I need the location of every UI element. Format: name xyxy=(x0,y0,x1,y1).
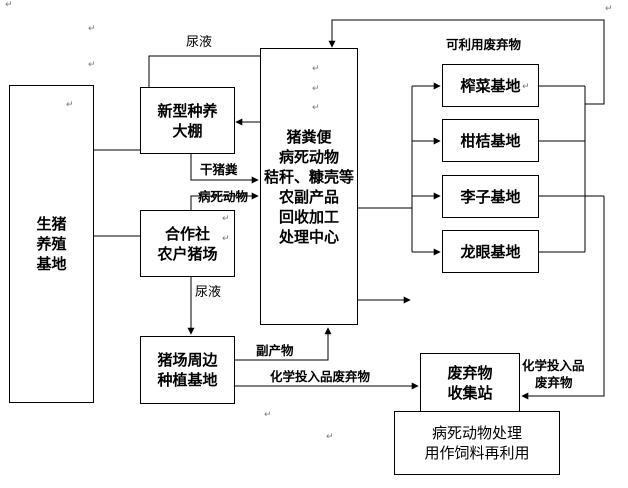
label-byproduct: 副产物 xyxy=(256,343,294,358)
paragraph-mark: ↵ xyxy=(88,24,96,34)
greenhouse-line1: 新型种养 xyxy=(157,101,218,120)
pig-base-line2: 养殖 xyxy=(36,235,67,253)
label-chem-waste-1: 化学投入品废弃物 xyxy=(270,369,371,384)
center-line5: 回收加工 xyxy=(278,207,339,226)
paragraph-mark: ↵ xyxy=(326,432,334,442)
processing-center-box: 猪粪便 病死动物 秸秆、糠壳等 农副产品 回收加工 处理中心 xyxy=(260,48,358,325)
waste-station-box: 废弃物 收集站 xyxy=(420,353,520,413)
paragraph-mark: ↵ xyxy=(605,4,613,14)
paragraph-mark: ↵ xyxy=(264,410,272,420)
paragraph-mark: ↵ xyxy=(522,82,530,92)
coop-line2: 农户猪场 xyxy=(157,244,218,263)
label-urine-top: 尿液 xyxy=(186,35,213,50)
center-line1: 猪粪便 xyxy=(286,127,332,146)
feed-reuse-line1: 病死动物处理 xyxy=(431,424,522,442)
paragraph-mark: ↵ xyxy=(312,64,320,74)
feed-reuse-line2: 用作饲料再利用 xyxy=(424,444,530,462)
label-dry-manure: 干猪粪 xyxy=(200,162,238,177)
label-usable-waste: 可利用废弃物 xyxy=(446,37,522,52)
longan-base-box: 龙眼基地 xyxy=(442,230,539,273)
paragraph-mark: ↵ xyxy=(312,84,320,94)
citrus-base-box: 柑桔基地 xyxy=(442,119,539,162)
paragraph-mark: ↵ xyxy=(222,234,230,244)
longan-base-label: 龙眼基地 xyxy=(460,242,521,261)
center-line2: 病死动物 xyxy=(278,147,339,166)
arrow-dry-manure xyxy=(190,153,259,184)
arrow-byproduct xyxy=(235,327,332,361)
planting-line2: 种植基地 xyxy=(157,371,218,389)
paragraph-mark: ↵ xyxy=(5,0,13,10)
paragraph-mark: ↵ xyxy=(222,214,230,224)
label-urine-mid: 尿液 xyxy=(195,285,222,300)
feed-reuse-box: 病死动物处理 用作饲料再利用 xyxy=(394,411,560,475)
plum-base-box: 李子基地 xyxy=(442,175,539,218)
paragraph-mark: ↵ xyxy=(66,100,74,110)
mustard-base-label: 榨菜基地 xyxy=(460,76,521,95)
label-dead-animals: 病死动物 xyxy=(198,189,249,204)
line-urine-top xyxy=(148,55,260,87)
pig-base-box: 生猪 养殖 基地 xyxy=(9,85,94,403)
center-line3: 秸秆、糠壳等 xyxy=(263,167,354,186)
coop-box: 合作社 农户猪场 xyxy=(140,210,235,277)
mustard-base-box: 榨菜基地 xyxy=(442,64,539,107)
arrow-chem-waste-2 xyxy=(521,196,605,400)
center-line4: 农副产品 xyxy=(278,187,339,206)
pig-base-line1: 生猪 xyxy=(36,215,67,233)
paragraph-mark: ↵ xyxy=(312,103,320,113)
plum-base-label: 李子基地 xyxy=(460,187,521,206)
citrus-base-label: 柑桔基地 xyxy=(460,131,521,150)
arrow-dead-animals xyxy=(190,192,259,210)
planting-line1: 猪场周边 xyxy=(157,351,218,369)
greenhouse-line2: 大棚 xyxy=(172,121,203,140)
label-chem-waste-2-line1: 化学投入品 xyxy=(522,358,585,373)
planting-box: 猪场周边 种植基地 xyxy=(140,336,235,404)
waste-station-line1: 废弃物 xyxy=(447,364,493,382)
label-chem-waste-2-line2: 废弃物 xyxy=(535,375,573,390)
center-line6: 处理中心 xyxy=(278,227,339,246)
waste-station-line2: 收集站 xyxy=(447,384,493,402)
coop-line1: 合作社 xyxy=(164,224,210,243)
arrow-usable-waste xyxy=(328,19,605,105)
pig-base-line3: 基地 xyxy=(36,255,67,273)
paragraph-mark: ↵ xyxy=(88,60,96,70)
greenhouse-box: 新型种养 大棚 xyxy=(140,87,235,154)
